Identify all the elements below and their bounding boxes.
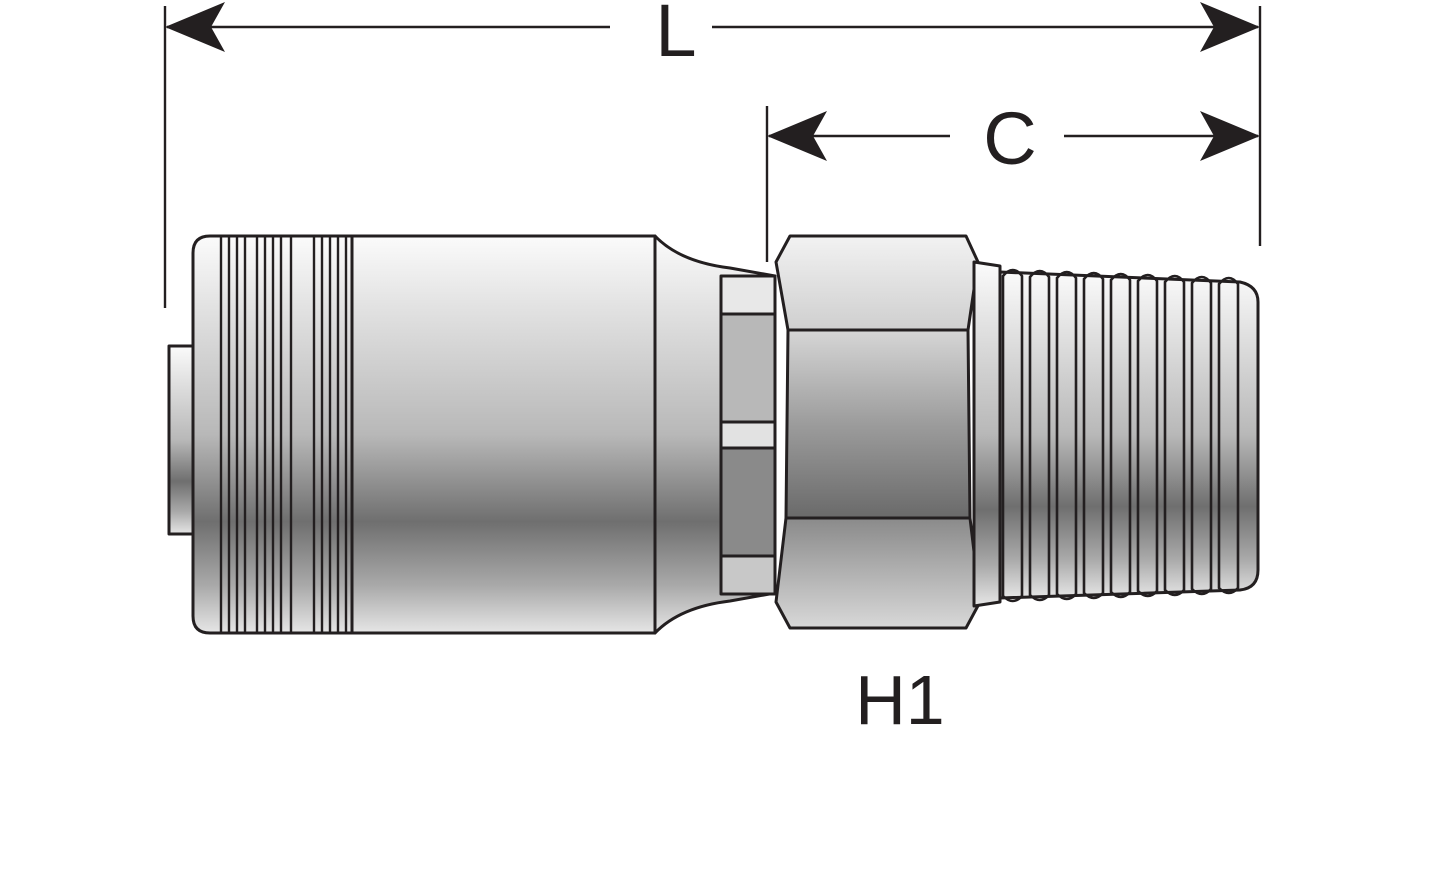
dimension-label-l: L	[655, 0, 696, 72]
thread-relief	[972, 260, 1002, 608]
neck-flats	[719, 274, 777, 596]
dimension-overall-length: L	[163, 0, 1262, 308]
dimension-label-h1: H1	[855, 661, 944, 739]
collar-grooves	[219, 236, 348, 633]
hex-nut	[774, 234, 982, 630]
socket-shell	[350, 234, 657, 635]
dimension-label-c: C	[983, 97, 1036, 180]
fitting-body	[167, 234, 1260, 635]
hose-end-stub	[167, 344, 197, 536]
dimension-thread-length: C	[765, 97, 1260, 262]
thread-crests	[1001, 268, 1240, 603]
